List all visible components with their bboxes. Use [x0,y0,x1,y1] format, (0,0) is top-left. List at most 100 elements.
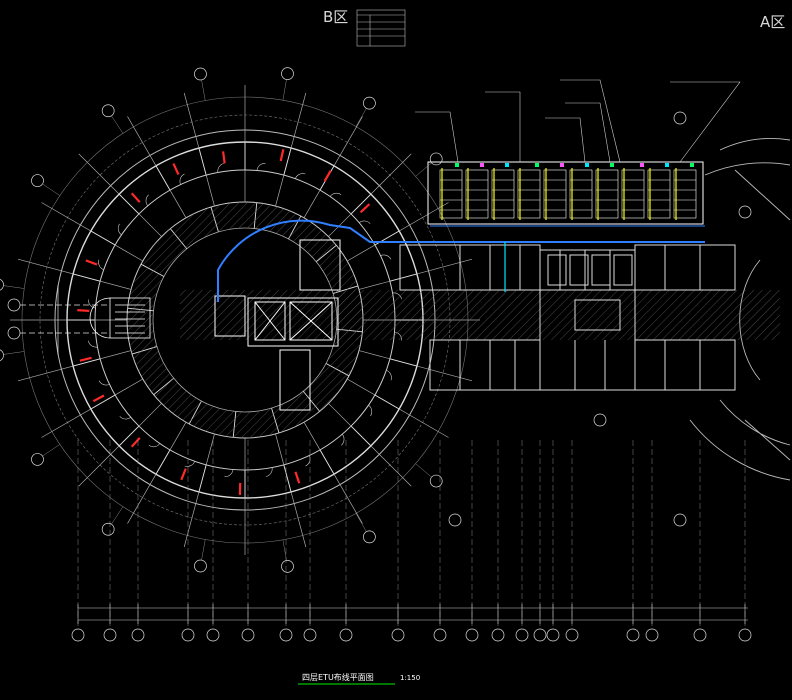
radial-grid-bubble [281,67,294,80]
door-swing [119,416,131,420]
room-partition [319,449,335,475]
room-partition [350,425,372,447]
room-partition [389,273,418,282]
grid-bubble [71,628,85,642]
grid-bubble [433,628,447,642]
fire-door [85,259,98,266]
cable-tray [217,219,705,302]
rack-marker [560,163,564,167]
cabinet [491,169,515,219]
fire-doors [77,149,371,495]
fire-door [130,192,141,203]
drawing-title-block: 四层ETU布线平面图 1:150 [298,672,420,685]
fire-door [323,170,332,182]
grid-bubble [491,628,505,642]
rack-marker [505,163,509,167]
grid-bubble [241,628,255,642]
zone-label-b: B区 [323,8,348,26]
rack-marker [585,163,589,167]
door-swing [148,443,161,448]
grid-bubble [131,628,145,642]
east-wing [399,244,736,391]
rack-markers [455,163,694,167]
door-swing [179,173,185,185]
radial-grid-bubble [429,474,443,488]
fire-door [359,203,371,214]
rack-marker [455,163,459,167]
door-swing [265,467,273,477]
core-stairs-elevators [214,239,341,411]
grid-bubble [593,413,607,427]
room-partition [198,464,207,493]
door-swing [98,380,110,386]
room-partition [374,394,400,410]
grid-bubble [391,628,405,642]
grid-bubble [279,628,293,642]
cabinet [465,169,489,219]
door-swing [305,455,311,467]
right-building-partial [689,138,791,481]
radial-bubble-leader [201,79,206,101]
grid-bubble [738,628,752,642]
rack-marker [480,163,484,167]
grid-bubble [448,513,462,527]
cabinet [595,169,619,219]
door-swing [184,461,196,467]
room-partition [389,358,418,367]
grid-bubbles-radial [0,67,752,573]
room-partition [155,165,171,191]
door-swing [88,340,98,348]
cabinet [647,169,671,219]
room-partition [90,394,116,410]
door-swing [329,192,342,197]
room-partition [283,464,292,493]
radial-grid-bubble [0,349,4,362]
radial-bubble-leader [42,183,61,196]
room-partition [283,147,292,176]
grid-bubble [515,628,529,642]
grid-bubble [546,628,560,642]
drawing-scale: 1:150 [400,674,420,682]
radial-bubble-leader [355,513,367,532]
door-swing [359,220,371,224]
room-partition [198,147,207,176]
grid-bubble [673,111,687,125]
fire-door [279,149,285,162]
radial-grid-bubble [194,67,207,81]
radial-grid-bubble [31,453,44,466]
fire-door [77,309,90,312]
drawing-title: 四层ETU布线平面图 [302,672,374,682]
grid-bubbles-bottom [71,628,752,642]
radial-grid-bubble [281,560,294,573]
radial-bubble-leader [415,463,432,478]
door-swing [224,469,234,477]
room-partition [72,358,101,367]
grid-bubble [693,628,707,642]
grid-bubble [673,513,687,527]
grid-bubble [565,628,579,642]
fire-door [180,468,187,481]
radial-bubble-leader [282,539,287,561]
door-swing [88,299,96,309]
grid-bubble [465,628,479,642]
room-partition [118,425,140,447]
grid-bubble [103,628,117,642]
radial-grid-bubble [101,522,115,536]
grid-bubble [339,628,353,642]
fire-door [79,356,92,362]
door-swing [386,369,392,381]
radial-bubble-leader [111,115,124,134]
rack-marker [640,163,644,167]
radial-grid-bubble [363,530,376,544]
cabinet [439,169,463,219]
door-swing [145,194,149,206]
entry-stair [89,297,151,339]
fire-door [222,151,226,164]
radial-grid-bubble [101,104,115,118]
fire-door [172,163,180,175]
door-swing [294,173,306,179]
left-axis-bubbles [7,285,110,355]
grid-bubble [206,628,220,642]
fire-door [294,471,301,484]
